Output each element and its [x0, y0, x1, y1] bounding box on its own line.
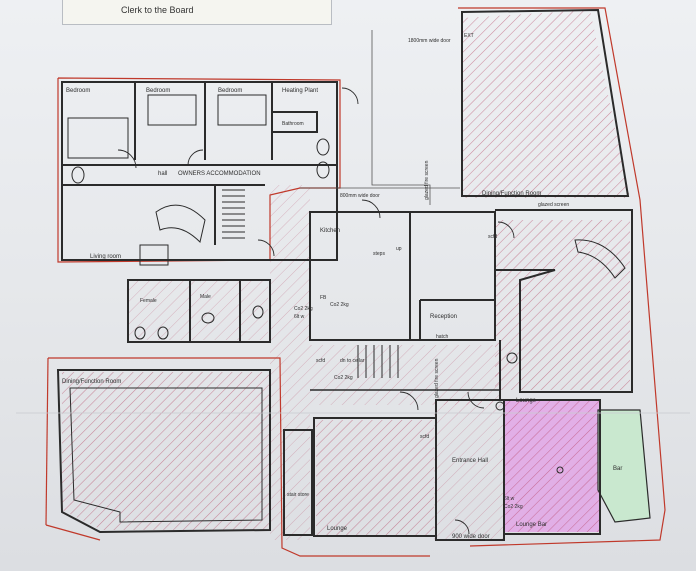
label-bedroom-3: Bedroom — [218, 88, 242, 94]
note-ext-co2-1: Co2 2kg — [294, 306, 313, 312]
note-1800-door: 1800mm wide door — [408, 38, 451, 44]
note-ext-co2-2: Co2 2kg — [330, 302, 349, 308]
note-900-door: 900 wide door — [452, 534, 490, 540]
hatch-dining-right — [463, 10, 630, 198]
label-reception: Reception — [430, 314, 457, 320]
label-male: Male — [200, 294, 211, 300]
note-ext-box: EXT — [464, 33, 474, 39]
furniture — [67, 94, 626, 474]
label-heating-plant: Heating Plant — [282, 88, 318, 94]
note-glazed-fire-screen-2: glazed fire screen — [434, 358, 440, 398]
label-lounge-left: Lounge — [327, 526, 348, 532]
site-lines — [16, 30, 690, 414]
note-scfd-2: scfd — [420, 434, 429, 440]
label-bathroom: Bathroom — [282, 121, 304, 127]
note-ext-6lt-1: 6lt w — [294, 314, 305, 320]
hatch-lounge-left — [316, 420, 434, 535]
hatched-areas — [62, 10, 630, 540]
label-dining-right: Dining/Function Room — [482, 191, 541, 197]
door-swings — [117, 87, 515, 535]
note-scfd-1: scfd — [316, 358, 325, 364]
hatch-dining-left — [62, 372, 270, 530]
label-owners-accommodation: OWNERS ACCOMMODATION — [178, 171, 261, 177]
label-living-room: Living room — [90, 254, 121, 260]
label-dining-left: Dining/Function Room — [62, 379, 121, 385]
label-bedroom-1: Bedroom — [66, 88, 90, 94]
hatch-corridor-mid — [270, 185, 310, 540]
note-hatch: hatch — [436, 334, 448, 340]
label-bedroom-2: Bedroom — [146, 88, 170, 94]
hatch-upper-right-lounge — [495, 220, 630, 390]
label-bar: Bar — [613, 466, 622, 472]
note-ext-6lt-2: 6lt w — [504, 496, 515, 502]
note-ext-co2-3: Co2 2kg — [334, 375, 353, 381]
hatch-toilets — [128, 280, 268, 340]
note-ext-co2-4: Co2 2kg — [504, 504, 523, 510]
note-dn-to-cellar: dn to cellar — [340, 358, 365, 364]
label-female: Female — [140, 298, 157, 304]
note-fb: FB — [320, 295, 327, 301]
note-up: up — [396, 246, 402, 252]
hatch-entrance — [434, 400, 504, 540]
note-stair-store: stair store — [287, 492, 309, 498]
label-entrance-hall: Entrance Hall — [452, 458, 488, 464]
bar-counter — [597, 409, 651, 523]
label-kitchen: Kitchen — [320, 228, 340, 234]
lounge-bar-hatch — [504, 400, 600, 532]
clerk-label: Clerk to the Board — [121, 5, 194, 15]
label-lounge-bar: Lounge Bar — [516, 522, 547, 528]
note-glazed-fire-screen-1: glazed fire screen — [424, 160, 430, 200]
note-glazed-screen: glazed screen — [538, 202, 569, 208]
note-steps: steps — [373, 251, 385, 257]
title-block: Clerk to the Board — [62, 0, 332, 25]
note-scfd-3: scfd — [488, 234, 497, 240]
label-lounge-right: Lounge — [516, 398, 537, 404]
note-800-door: 800mm wide door — [340, 193, 380, 199]
site-boundary — [45, 7, 666, 557]
label-hall: hall — [158, 171, 167, 177]
